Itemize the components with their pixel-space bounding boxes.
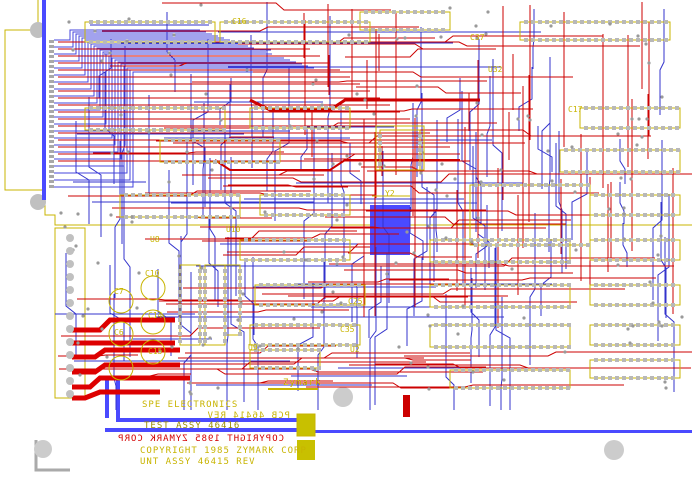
logo-text: Zymark (283, 378, 322, 388)
top-copper-traces (58, 2, 692, 389)
silk-line-1: SPE ELECTRONICS (142, 400, 238, 410)
corner-hole (34, 440, 52, 458)
label-c35: C35 (340, 325, 355, 334)
label-u10: U10 (226, 225, 241, 234)
label-c16: C16 (232, 17, 247, 26)
label-y2: Y2 (385, 189, 395, 198)
label-u2: U2 (350, 345, 360, 354)
power-bus (42, 0, 692, 433)
silkscreen-text: SPE ELECTRONICS PCB 46414 REV TEST ASSY … (117, 400, 307, 467)
component-designators: C16 C37 U32 C17 U8 U10 C10 C7 C6 C14 C15… (114, 17, 583, 356)
crystal-y2 (372, 125, 425, 197)
label-u32: U32 (488, 65, 503, 74)
label-c7: C7 (114, 287, 124, 296)
label-c6: C6 (114, 328, 124, 337)
bottom-copper-traces (54, 2, 686, 410)
silk-line-6: UNT ASSY 46415 REV (140, 457, 256, 467)
edge-connector-pads (49, 40, 54, 188)
label-u9: U9 (248, 343, 258, 352)
test-pads (296, 395, 410, 460)
silk-line-2-mirrored: PCB 46414 REV (207, 411, 290, 421)
label-c37: C37 (470, 33, 485, 42)
capacitors (108, 275, 166, 381)
label-c15: C15 (148, 347, 163, 356)
label-u8: U8 (150, 235, 160, 244)
component-pads (59, 3, 684, 396)
silk-line-5: COPYRIGHT 1985 ZYMARK CORP (140, 446, 307, 456)
label-c25: C25 (348, 297, 363, 306)
label-c10: C10 (145, 269, 160, 278)
label-c17: C17 (568, 105, 583, 114)
power-traces-red (72, 317, 190, 401)
silk-line-4-mirrored: COPYRIGHT 1985 ZYMARK CORP (117, 434, 284, 444)
terminal-block-pads (66, 234, 74, 398)
silk-line-3: TEST ASSY 46416 (144, 421, 240, 431)
label-c14: C14 (148, 311, 163, 320)
zymark-logo: Zymark (268, 378, 322, 390)
